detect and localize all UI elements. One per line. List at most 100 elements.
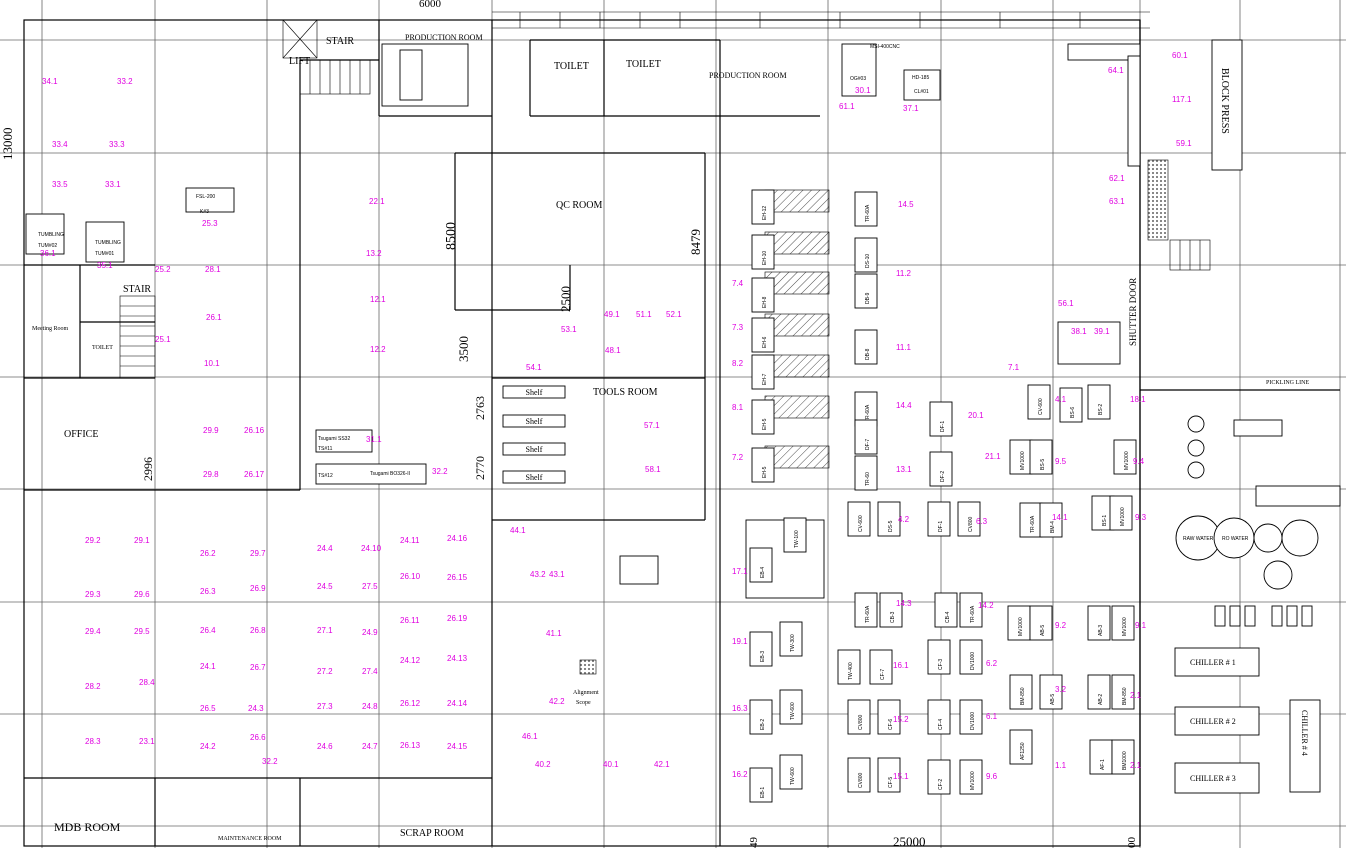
station-number: 9.6 [986, 772, 998, 781]
station-number: 37.1 [903, 104, 919, 113]
station-number: 14.5 [898, 200, 914, 209]
station-number: 26.2 [200, 549, 216, 558]
station-number: 24.12 [400, 656, 421, 665]
station-number: 24.15 [447, 742, 468, 751]
machine-unit: BM-850 [1111, 674, 1135, 710]
station-number: 26.12 [400, 699, 421, 708]
machine-unit: AB-2 [1087, 674, 1111, 710]
station-number: 117.1 [1172, 95, 1192, 104]
station-number: 33.4 [52, 140, 68, 149]
machine-id: MV1000 [1020, 451, 1026, 470]
station-number: 27.2 [317, 667, 333, 676]
dimension-b1: 2500 [558, 286, 573, 312]
station-number: 46.1 [522, 732, 538, 741]
station-number: 16.3 [732, 704, 748, 713]
meeting-room-label: Meeting Room [32, 326, 68, 332]
machine-id: BS-1 [1102, 515, 1108, 526]
office-label: OFFICE [64, 429, 98, 440]
maintenance-room-label: MAINTENANCE ROOM [218, 836, 282, 842]
station-number: 26.8 [250, 626, 266, 635]
machine-unit: CB-3 [879, 592, 903, 628]
machine-text: OG#03 [850, 76, 866, 82]
station-number: 12.2 [370, 345, 386, 354]
station-number: 61.1 [839, 102, 855, 111]
machine-unit: TR-60A [1019, 502, 1043, 538]
machine-unit: MV1000 [959, 759, 983, 795]
station-number: 31.1 [366, 435, 382, 444]
station-number: 15.1 [893, 772, 909, 781]
machine-id: BM1000 [1122, 751, 1128, 770]
machine-unit: CV-600 [847, 501, 871, 537]
station-number: 14.1 [1052, 513, 1068, 522]
machine-unit: DV1000 [959, 639, 983, 675]
machine-unit: EH-12 [751, 189, 775, 225]
chiller-label: CHILLER # 2 [1190, 717, 1236, 726]
dimension-b4: 2770 [473, 456, 487, 480]
shelf-label: Shelf [526, 388, 543, 397]
machine-unit: CF-5 [877, 757, 901, 793]
station-number: 26.5 [200, 704, 216, 713]
station-number: 26.11 [400, 616, 420, 625]
station-number: 53.1 [561, 325, 577, 334]
station-number: 7.4 [732, 279, 744, 288]
station-number: 24.14 [447, 699, 468, 708]
station-number: 14.4 [896, 401, 912, 410]
machine-id: DB-8 [865, 348, 871, 360]
machine-unit: DF-7 [854, 419, 878, 455]
machine-unit: EH-7 [751, 354, 775, 390]
station-number: 14.2 [978, 601, 994, 610]
station-number: 12.1 [370, 295, 386, 304]
station-number: 11.1 [896, 343, 912, 352]
station-number: 26.17 [244, 470, 265, 479]
stair-symbols [119, 19, 1211, 675]
station-number: 27.5 [362, 582, 378, 591]
station-number: 29.6 [134, 590, 150, 599]
machine-id: TW-600 [790, 702, 796, 720]
tools-room-label: TOOLS ROOM [593, 387, 658, 398]
station-number: 2.1 [1130, 761, 1142, 770]
room-labels: STAIR LIFT PRODUCTION ROOM TOILET TOILET… [32, 33, 1309, 842]
machine-id: EH-5 [762, 466, 768, 478]
machine-text: TUMBLING [38, 232, 64, 238]
scrap-room-label: SCRAP ROOM [400, 828, 464, 839]
station-number: 25.2 [155, 265, 171, 274]
station-number: 29.3 [85, 590, 101, 599]
machine-id: AB-5 [1040, 625, 1046, 636]
machine-unit: DF-1 [929, 401, 953, 437]
station-number: 24.13 [447, 654, 468, 663]
station-number: 26.6 [250, 733, 266, 742]
station-number: 20.1 [968, 411, 984, 420]
machine-id: DS-5 [888, 520, 894, 532]
machine-text: HD-185 [912, 75, 929, 81]
station-number: 4.1 [1055, 395, 1067, 404]
machine-text: TUMBLING [95, 240, 121, 246]
station-number: 29.1 [134, 536, 150, 545]
station-number: 43.2 [530, 570, 546, 579]
station-number: 27.3 [317, 702, 333, 711]
machine-unit: CV800 [847, 699, 871, 735]
station-number: 33.2 [117, 77, 133, 86]
station-number: 29.7 [250, 549, 266, 558]
station-number: 9.1 [1135, 621, 1147, 630]
walls [23, 19, 1340, 847]
station-number: 21.1 [985, 452, 1001, 461]
station-number: 41.1 [546, 629, 562, 638]
station-number: 6.1 [986, 712, 998, 721]
station-number: 64.1 [1108, 66, 1124, 75]
machine-unit: CF-6 [877, 699, 901, 735]
machine-id: BS-5 [1040, 459, 1046, 470]
station-number: 25.3 [202, 219, 218, 228]
machine-unit: TW-400 [837, 649, 861, 685]
machine-id: DV1000 [970, 712, 976, 730]
station-number: 24.2 [200, 742, 216, 751]
fixed-equipment [25, 39, 1341, 794]
machine-id: BS-6 [1070, 407, 1076, 418]
station-number: 38.1 [1071, 327, 1087, 336]
machine-id: EB-4 [760, 567, 766, 578]
machine-id: DB-9 [865, 292, 871, 304]
machine-id: EH-8 [762, 296, 768, 308]
machine-text: RO WATER [1222, 536, 1249, 542]
station-number: 7.2 [732, 453, 744, 462]
machine-unit: EH-10 [751, 234, 775, 270]
machine-unit: CF-3 [927, 639, 951, 675]
